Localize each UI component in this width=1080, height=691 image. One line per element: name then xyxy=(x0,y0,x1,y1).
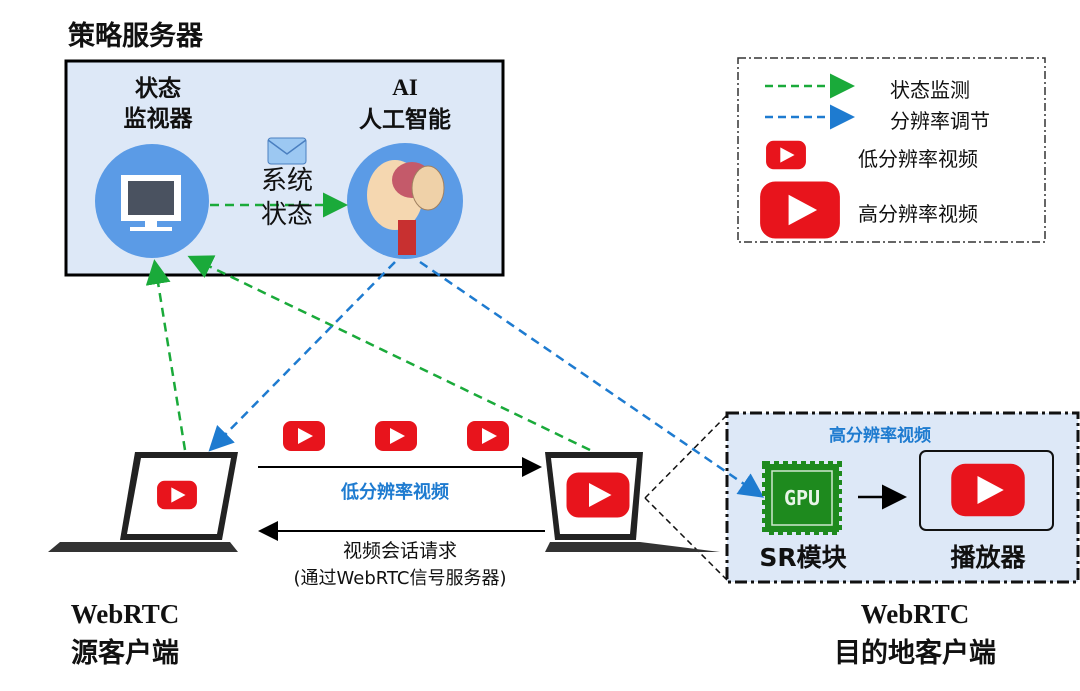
player-video-icon xyxy=(951,463,1025,517)
request-label: 视频会话请求 xyxy=(342,540,458,562)
system-state-label: 系统状态 xyxy=(260,166,314,230)
legend-label: 高分辨率视频 xyxy=(858,202,978,226)
low-res-label: 低分辨率视频 xyxy=(341,482,449,503)
player-box xyxy=(919,450,1054,531)
server-title: 策略服务器 xyxy=(68,21,203,52)
gpu-chip-icon xyxy=(762,461,842,535)
legend-box xyxy=(737,57,1046,243)
envelope-icon xyxy=(267,137,307,165)
legend-label: 分辨率调节 xyxy=(890,109,990,133)
high-res-label: 高分辨率视频 xyxy=(829,426,931,446)
legend-small-video-icon xyxy=(766,140,806,170)
legend-label: 低分辨率视频 xyxy=(858,147,978,171)
source-laptop xyxy=(48,452,238,552)
player-label: 播放器 xyxy=(950,543,1026,572)
monitor-label: 状态监视器 xyxy=(123,76,193,132)
destination-laptop xyxy=(545,452,720,552)
gpu-text: GPU xyxy=(783,486,821,510)
legend-large-video-icon xyxy=(760,181,840,239)
request-via-label: (通过WebRTC信号服务器) xyxy=(293,568,507,589)
legend-label: 状态监测 xyxy=(890,78,970,102)
sr-module-label: SR模块 xyxy=(759,543,847,572)
